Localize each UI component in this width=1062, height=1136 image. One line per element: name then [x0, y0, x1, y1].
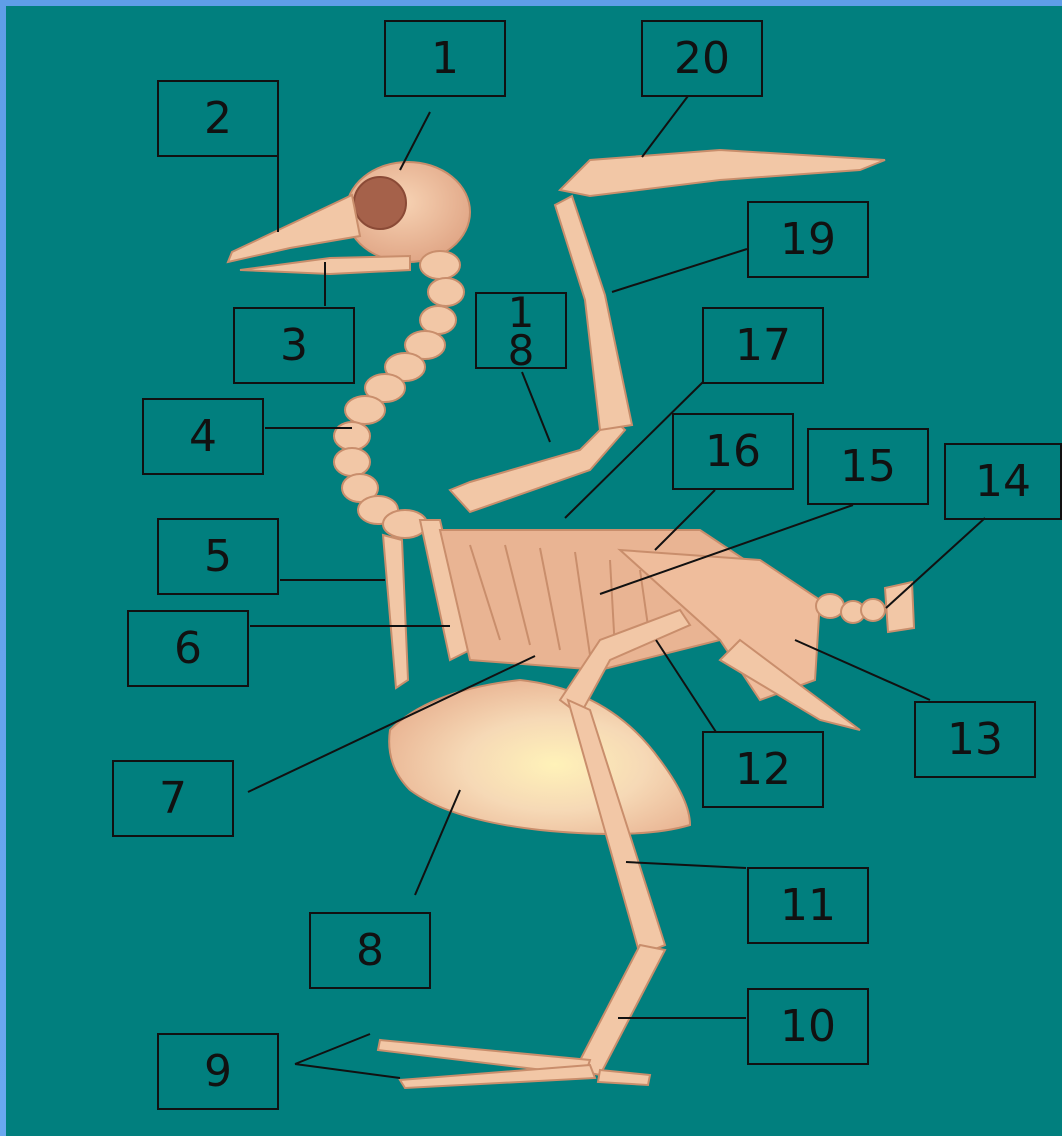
neck-vertebrae [334, 251, 464, 538]
leader-19 [612, 249, 747, 292]
tail-vertebrae [816, 582, 914, 632]
label-14: 14 [944, 443, 1062, 520]
leader-12 [656, 640, 716, 732]
label-17: 17 [702, 307, 824, 384]
label-19: 19 [747, 201, 869, 278]
label-6: 6 [127, 610, 249, 687]
hand-bones [560, 150, 885, 196]
leader-9a [295, 1034, 370, 1064]
label-13: 13 [914, 701, 1036, 778]
label-12: 12 [702, 731, 824, 808]
leader-14 [886, 518, 985, 608]
label-7: 7 [112, 760, 234, 837]
furcula [383, 535, 408, 688]
humerus [450, 418, 625, 512]
label-15: 15 [807, 428, 929, 505]
label-4: 4 [142, 398, 264, 475]
label-10: 10 [747, 988, 869, 1065]
label-3: 3 [233, 307, 355, 384]
label-2: 2 [157, 80, 279, 157]
label-5: 5 [157, 518, 279, 595]
eye-orbit [354, 177, 406, 229]
leader-11 [626, 862, 746, 868]
leader-20 [642, 96, 688, 157]
label-1: 1 [384, 20, 506, 97]
label-20: 20 [641, 20, 763, 97]
label-11: 11 [747, 867, 869, 944]
label-16: 16 [672, 413, 794, 490]
leader-9b [295, 1064, 400, 1078]
label-18-line2: 8 [508, 332, 535, 370]
label-9: 9 [157, 1033, 279, 1110]
label-18: 1 8 [475, 292, 567, 369]
label-8: 8 [309, 912, 431, 989]
tarsometatarsus [575, 945, 665, 1075]
leader-18 [522, 372, 550, 442]
upper-beak [228, 195, 360, 262]
